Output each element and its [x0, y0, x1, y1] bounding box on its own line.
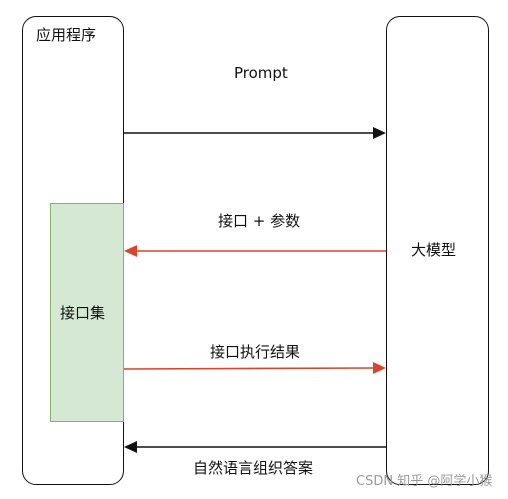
llm-box — [386, 16, 489, 485]
api-params-arrow — [124, 245, 386, 257]
app-title: 应用程序 — [36, 26, 97, 44]
prompt-arrow — [124, 127, 386, 139]
api-params-label: 接口 + 参数 — [218, 212, 301, 230]
api-set-box — [50, 203, 124, 422]
watermark: CSDN 知乎 @阿学小猴 — [356, 474, 493, 489]
prompt-label: Prompt — [234, 64, 288, 82]
llm-title: 大模型 — [411, 241, 457, 259]
api-result-label: 接口执行结果 — [210, 343, 301, 361]
natural-language-answer-label: 自然语言组织答案 — [193, 459, 314, 477]
api-result-arrow — [123, 362, 386, 374]
api-set-title: 接口集 — [60, 304, 106, 322]
answer-arrow — [124, 441, 386, 453]
